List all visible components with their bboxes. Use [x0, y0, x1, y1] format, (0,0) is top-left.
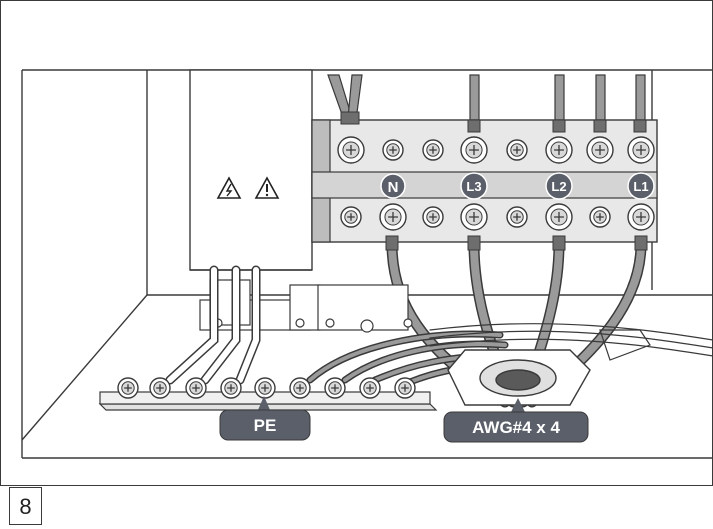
pe-screw	[359, 377, 381, 399]
terminal-label-l1: L1	[627, 172, 655, 200]
pe-bar-screws	[117, 377, 416, 399]
pe-screw	[117, 377, 139, 399]
terminal-screw-bottom	[506, 206, 528, 228]
terminal-l3-text: L3	[466, 179, 481, 194]
enclosure	[21, 69, 713, 459]
awg-label: AWG#4 x 4	[472, 418, 560, 437]
lower-lugs	[340, 111, 648, 251]
general-warning-icon	[254, 176, 280, 199]
cable-gland	[447, 349, 591, 406]
terminal-screws	[337, 136, 655, 231]
terminal-screw-top	[627, 136, 655, 164]
pe-screw	[324, 377, 346, 399]
electric-shock-warning-icon	[216, 176, 242, 199]
terminal-screw-top	[337, 136, 365, 164]
figure-number: 8	[9, 487, 42, 525]
wiring-diagram: PE AWG#4 x 4 N L3 L2 L1	[21, 69, 713, 459]
pe-screw	[394, 377, 416, 399]
pe-screw	[185, 377, 207, 399]
terminal-screw-top	[506, 139, 528, 161]
terminal-screw-bottom	[422, 206, 444, 228]
terminal-screw-bottom	[545, 203, 573, 231]
terminal-screw-top	[422, 139, 444, 161]
terminal-label-l3: L3	[460, 172, 488, 200]
terminal-screw-top	[586, 136, 614, 164]
awg-callout: AWG#4 x 4	[443, 398, 589, 443]
terminal-screw-bottom	[627, 203, 655, 231]
pe-callout: PE	[219, 396, 311, 441]
terminal-n-text: N	[388, 179, 399, 196]
terminal-l1-text: L1	[633, 179, 648, 194]
terminal-screw-top	[382, 139, 404, 161]
terminal-screw-top	[460, 136, 488, 164]
terminal-screw-bottom	[460, 203, 488, 231]
terminal-screw-bottom	[340, 206, 362, 228]
terminal-l2-text: L2	[551, 179, 566, 194]
pe-screw	[149, 377, 171, 399]
pe-label: PE	[254, 416, 277, 435]
pe-screw	[220, 377, 242, 399]
pe-screw	[289, 377, 311, 399]
pe-screw	[254, 377, 276, 399]
terminal-label-n: N	[380, 173, 406, 199]
upper-cables	[327, 74, 646, 121]
terminal-screw-bottom	[589, 206, 611, 228]
terminal-screw-bottom	[379, 203, 407, 231]
terminal-label-l2: L2	[545, 172, 573, 200]
terminal-screw-top	[545, 136, 573, 164]
